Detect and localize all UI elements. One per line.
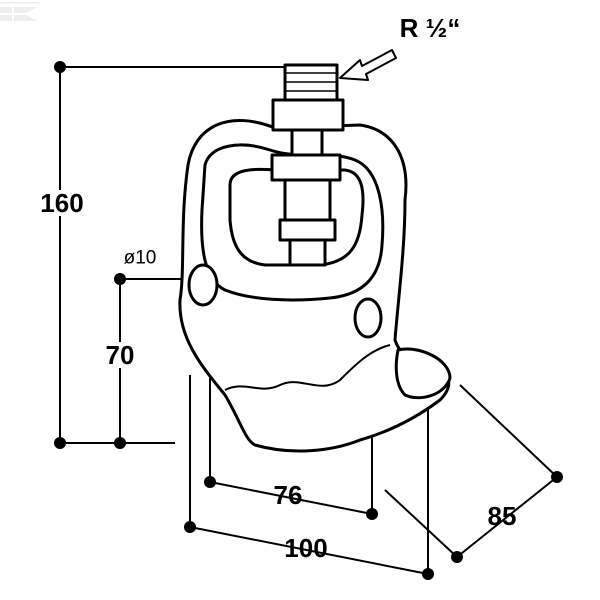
dimension-76-label: 76: [273, 480, 303, 510]
dimension-160-label: 160: [40, 188, 84, 218]
dimension-dots: [54, 61, 563, 580]
dimension-70-label: 70: [105, 340, 135, 370]
dimension-100-label: 100: [284, 533, 328, 563]
dimension-85-label: 85: [487, 501, 517, 531]
brand-logo: [0, 2, 40, 21]
thread-size-label: R ½“: [399, 13, 461, 43]
hole-diameter-label: ø10: [123, 247, 157, 269]
drinking-bowl: [178, 63, 452, 453]
thread-arrow-icon: [339, 49, 397, 81]
dimension-lines: [59, 66, 558, 575]
